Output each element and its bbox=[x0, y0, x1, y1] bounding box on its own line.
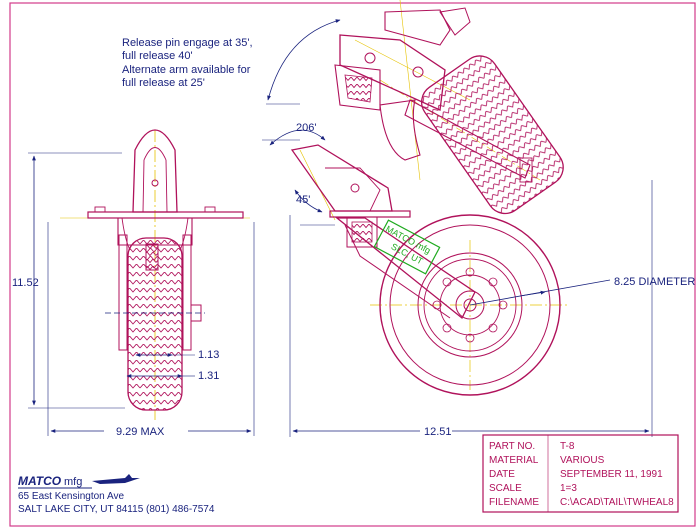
dim-diameter: 8.25 DIAMETER bbox=[614, 276, 695, 288]
tb-material-value: VARIOUS bbox=[560, 455, 605, 466]
dim-angle-45: 45' bbox=[296, 194, 310, 206]
tb-scale-value: 1=3 bbox=[560, 483, 577, 494]
dim-inner-1: 1.13 bbox=[198, 349, 219, 361]
tb-date-value: SEPTEMBER 11, 1991 bbox=[560, 469, 663, 480]
front-view bbox=[28, 129, 255, 436]
dim-angle-206: 206' bbox=[296, 122, 316, 134]
note-line-2: full release 40' bbox=[122, 50, 193, 62]
rotated-assembly-view bbox=[266, 0, 564, 215]
note-line-1: Release pin engage at 35', bbox=[122, 37, 253, 49]
tb-filename-label: FILENAME bbox=[489, 497, 539, 508]
dim-inner-2: 1.31 bbox=[198, 370, 219, 382]
company-suffix: mfg bbox=[64, 476, 82, 488]
dim-height: 11.52 bbox=[12, 277, 39, 289]
tb-filename-value: C:\ACAD\TAIL\TWHEAL8 bbox=[560, 497, 674, 508]
tb-scale-label: SCALE bbox=[489, 483, 522, 494]
note-line-4: full release at 25' bbox=[122, 77, 205, 89]
sheet-border bbox=[9, 2, 696, 527]
dim-length: 12.51 bbox=[424, 426, 452, 438]
company-address-2: SALT LAKE CITY, UT 84115 (801) 486-7574 bbox=[18, 504, 215, 515]
tb-date-label: DATE bbox=[489, 469, 515, 480]
tb-part-no-value: T-8 bbox=[560, 441, 575, 452]
note-line-3: Alternate arm available for bbox=[122, 64, 251, 76]
dim-width-max: 9.29 MAX bbox=[116, 426, 165, 438]
tb-material-label: MATERIAL bbox=[489, 455, 539, 466]
company-address-1: 65 East Kensington Ave bbox=[18, 491, 124, 502]
company-logo: MATCO mfg bbox=[18, 474, 140, 489]
airplane-icon bbox=[92, 474, 140, 484]
company-name: MATCO bbox=[18, 474, 62, 488]
tb-part-no-label: PART NO. bbox=[489, 441, 535, 452]
side-view bbox=[262, 129, 653, 437]
title-block bbox=[482, 434, 679, 513]
